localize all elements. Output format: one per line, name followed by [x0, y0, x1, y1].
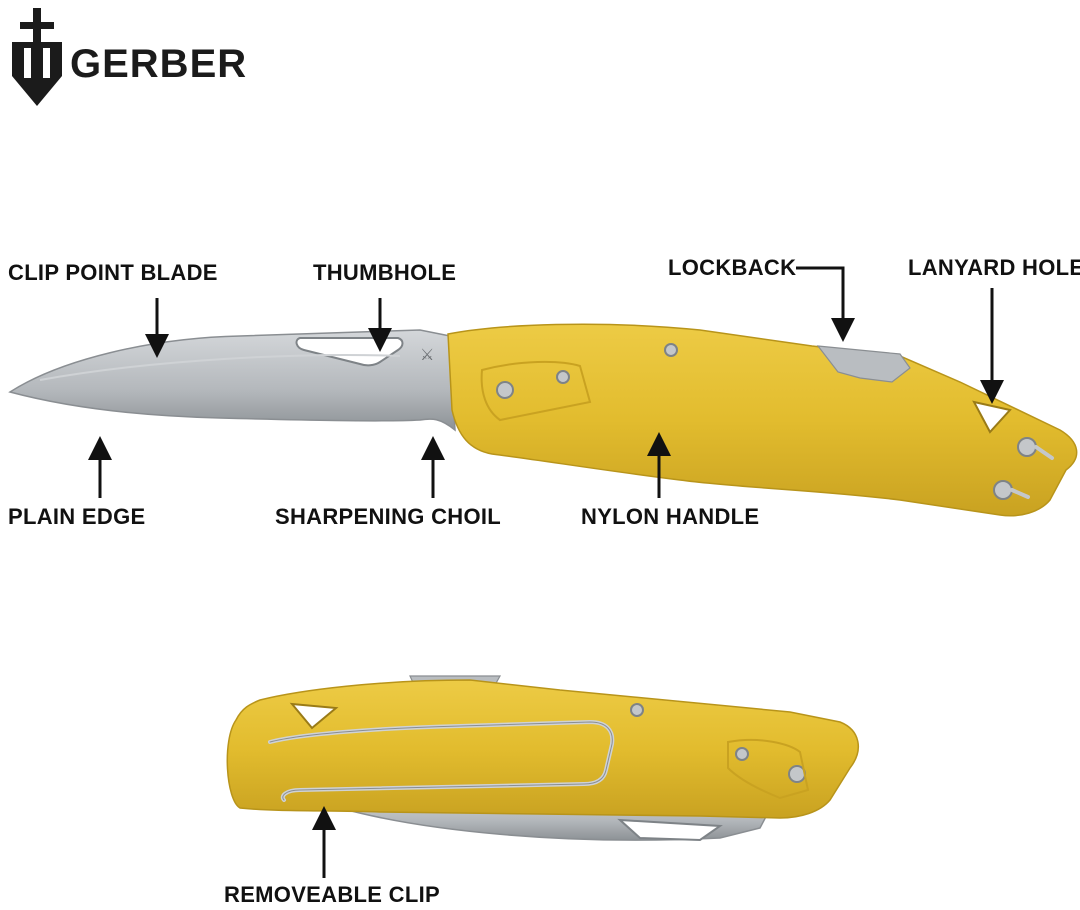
screw — [1017, 437, 1037, 457]
label-lanyard-hole: LANYARD HOLE — [908, 255, 1080, 280]
label-sharpening-choil: SHARPENING CHOIL — [275, 504, 502, 529]
lanyard-hole — [972, 400, 1012, 434]
knife-open-side-view: ⚔ — [8, 323, 1078, 517]
knife-closed-clip-view — [226, 675, 859, 842]
label-nylon-handle: NYLON HANDLE — [581, 504, 760, 529]
gerber-sword-shield-icon — [12, 8, 62, 106]
gerber-logo — [12, 8, 62, 106]
nylon-handle-closed — [226, 679, 859, 819]
screw — [993, 480, 1013, 500]
label-plain-edge: PLAIN EDGE — [8, 504, 146, 529]
label-thumbhole: THUMBHOLE — [313, 260, 457, 285]
label-clip-point-blade: CLIP POINT BLADE — [8, 260, 218, 285]
label-removeable-clip: REMOVEABLE CLIP — [224, 882, 440, 907]
nylon-handle — [447, 323, 1078, 517]
lockback — [816, 345, 911, 383]
label-lockback: LOCKBACK — [668, 255, 797, 280]
brand-name: GERBER — [70, 42, 248, 86]
svg-text:⚔: ⚔ — [420, 347, 434, 364]
pivot-pin — [496, 381, 514, 399]
callout-arrows — [88, 266, 1004, 878]
